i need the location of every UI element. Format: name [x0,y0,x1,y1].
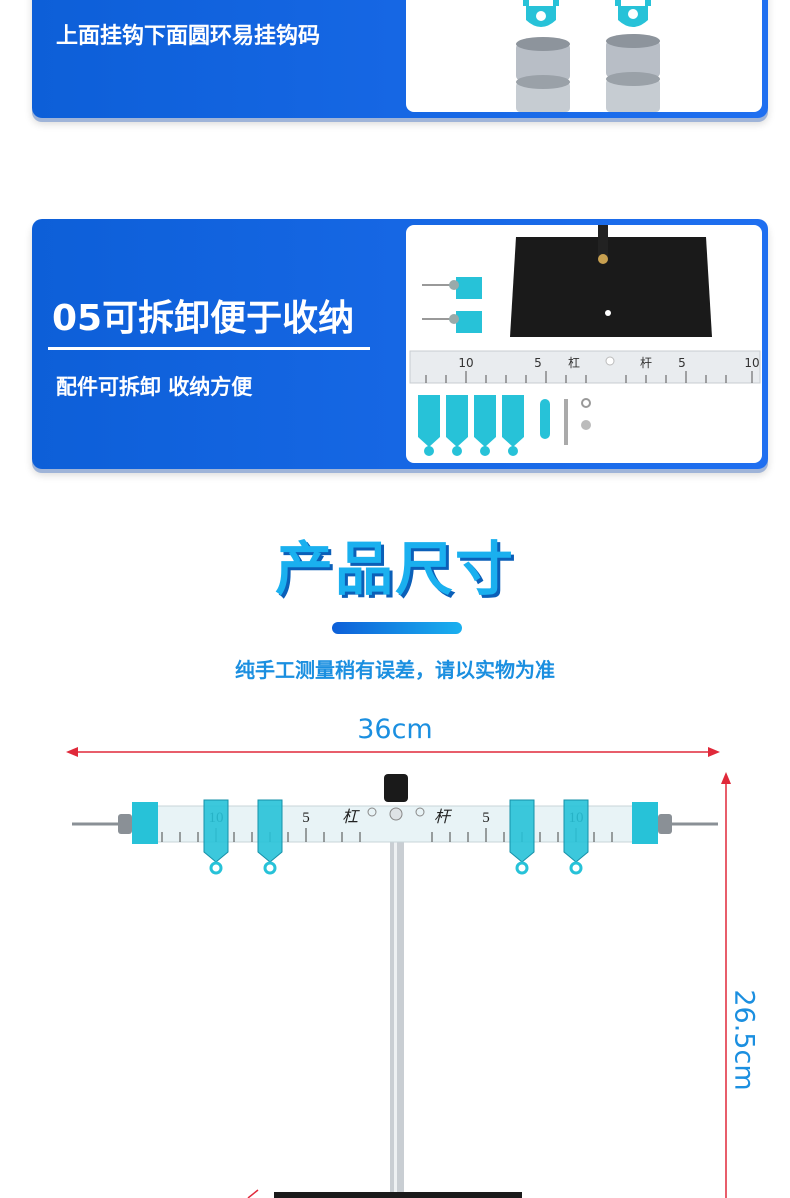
ruler-label: 5 [534,356,542,370]
ruler-label: 5 [302,810,310,826]
ruler-label: 杆 [640,356,652,370]
ruler-label: 5 [482,810,490,826]
feature-title: 05可拆卸便于收纳 [52,298,355,339]
ruler-label: 杠 [568,355,580,370]
feature-panel-detachable: 05可拆卸便于收纳 配件可拆卸 收纳方便 [32,219,768,469]
feature-subtitle: 配件可拆卸 收纳方便 [56,375,253,399]
feature-panel-hooks: 上面挂钩下面圆环易挂钩码 [32,0,768,118]
hooks-photo [406,0,762,112]
section-title: 产品尺寸 [274,535,515,603]
ruler-label: 杠 [342,808,360,826]
title-accent-bar [332,622,462,634]
measurement-note: 纯手工测量稍有误差，请以实物为准 [235,658,555,682]
parts-photo: 10 5 杠 杆 5 10 [406,225,762,463]
ruler-label: 10 [744,356,759,370]
feature-subtitle: 上面挂钩下面圆环易挂钩码 [56,24,321,49]
ruler-label: 杆 [434,808,453,826]
ruler-label: 5 [678,356,686,370]
width-label: 36cm [357,714,433,745]
ruler-label: 10 [458,356,473,370]
title-underline [48,347,370,350]
